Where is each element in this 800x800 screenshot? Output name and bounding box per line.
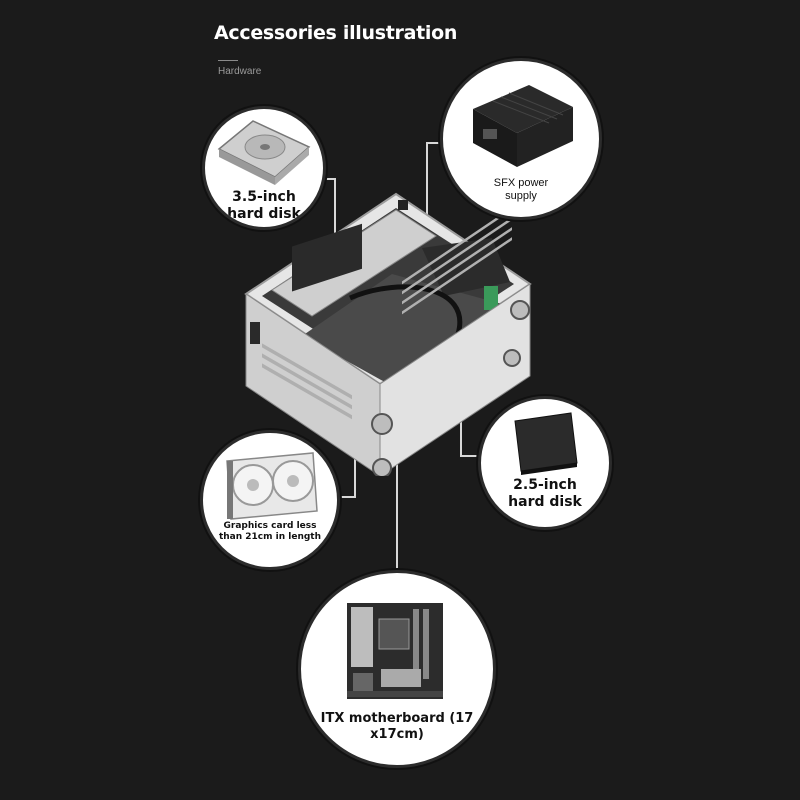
- power-supply-icon: [473, 85, 573, 167]
- leader-hdd35-h: [318, 178, 336, 180]
- gpu-label-line1: Graphics card less: [223, 521, 317, 531]
- title-underline: [218, 60, 238, 61]
- motherboard-icon: [347, 603, 443, 699]
- graphics-card-icon: [226, 452, 318, 520]
- mobo-label-line1: ITX motherboard (17: [320, 711, 474, 726]
- ssd25-label: 2.5-inch hard disk: [481, 477, 609, 511]
- component-hdd35: 3.5-inch hard disk: [202, 106, 326, 230]
- ssd25-label-line2: hard disk: [508, 493, 582, 510]
- leader-gpu: [354, 430, 356, 498]
- psu-label-line2: supply: [505, 190, 537, 203]
- ssd-icon: [514, 412, 578, 475]
- psu-label-line1: SFX power: [493, 177, 549, 189]
- hdd35-label-line1: 3.5-inch: [232, 189, 296, 205]
- gpu-label: Graphics card less than 21cm in length: [203, 521, 337, 543]
- hdd35-label-line2: hard disk: [227, 205, 301, 222]
- mobo-label: ITX motherboard (17 x17cm): [301, 711, 493, 742]
- mobo-label-line2: x17cm): [370, 726, 424, 742]
- leader-ssd-h: [460, 455, 482, 457]
- gpu-label-line2: than 21cm in length: [218, 531, 322, 542]
- ssd25-label-line1: 2.5-inch: [513, 477, 577, 493]
- leader-hdd35: [334, 178, 336, 258]
- component-ssd25: 2.5-inch hard disk: [478, 396, 612, 530]
- component-psu: SFX power supply: [440, 58, 602, 220]
- page-title: Accessories illustration: [214, 22, 458, 44]
- leader-gpu-h: [336, 496, 356, 498]
- component-gpu: Graphics card less than 21cm in length: [200, 430, 340, 570]
- mini-itx-case-illustration: [244, 192, 532, 476]
- hdd35-label: 3.5-inch hard disk: [205, 189, 323, 223]
- component-motherboard: ITX motherboard (17 x17cm): [298, 570, 496, 768]
- leader-psu: [426, 142, 428, 280]
- psu-label: SFX power supply: [443, 177, 599, 203]
- page-subtitle: Hardware: [218, 66, 262, 77]
- hard-disk-icon: [217, 120, 311, 185]
- leader-psu-h: [426, 142, 444, 144]
